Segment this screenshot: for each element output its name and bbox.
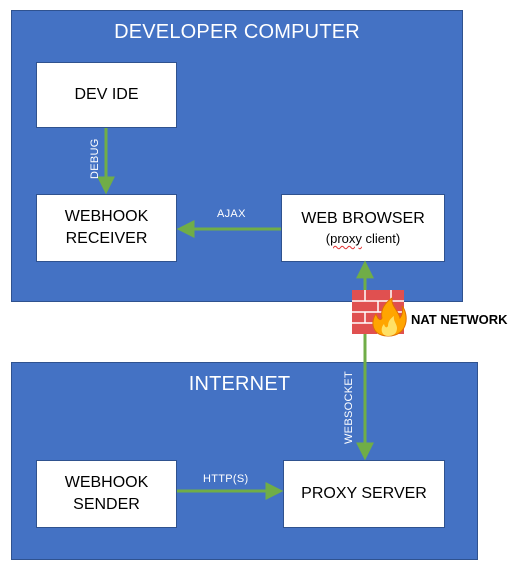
dev-ide-box: DEV IDE [36,62,177,128]
developer-computer-title: DEVELOPER COMPUTER [114,21,360,43]
https-label: HTTP(S) [203,473,249,485]
webhook-sender-box: WEBHOOK SENDER [36,460,177,528]
dev-ide-label: DEV IDE [74,86,139,103]
webhook-sender-line1: WEBHOOK [64,474,149,491]
websocket-label: WEBSOCKET [343,371,355,444]
ajax-label: AJAX [217,208,246,220]
web-browser-box: WEB BROWSER (proxy client) [281,194,445,262]
proxy-server-box: PROXY SERVER [283,460,445,528]
web-browser-line1: WEB BROWSER [301,210,425,227]
web-browser-line2: (proxy client) [325,231,401,246]
webhook-sender-line2: SENDER [73,496,140,513]
nat-network-label: NAT NETWORK [411,312,508,327]
webhook-receiver-box: WEBHOOK RECEIVER [36,194,177,262]
firewall-icon [352,290,407,337]
webhook-receiver-line2: RECEIVER [65,230,148,247]
debug-label: DEBUG [89,138,101,179]
webhook-receiver-line1: WEBHOOK [64,208,149,225]
proxy-server-label: PROXY SERVER [301,485,427,502]
spellcheck-word: proxy [330,231,362,246]
internet-title: INTERNET [188,373,291,395]
